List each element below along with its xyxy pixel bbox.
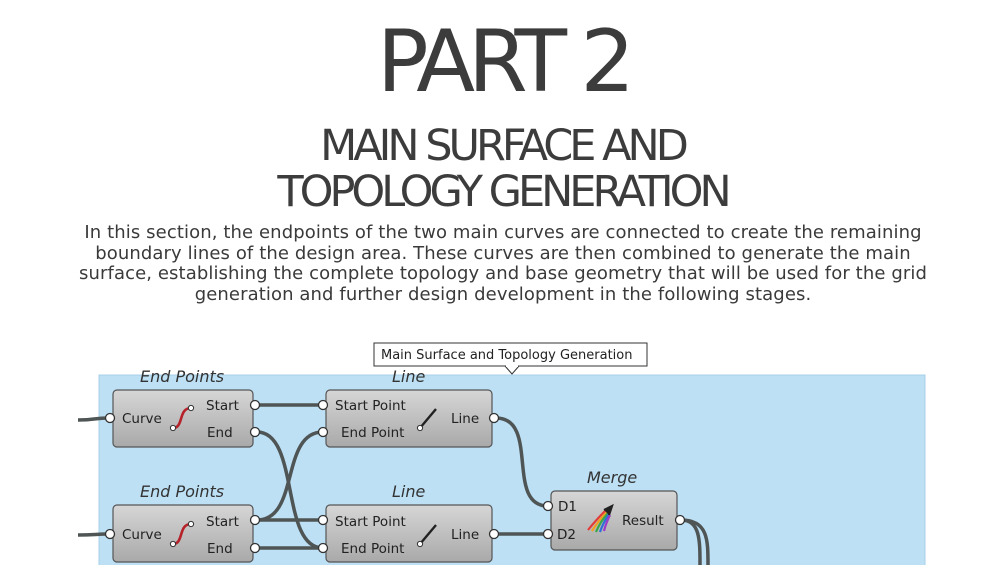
wire-input-curve-2	[77, 532, 109, 537]
endpoints-output-end-1: End	[207, 425, 233, 441]
endpoints-component-1[interactable]: End Points Curve Start End	[104, 367, 261, 448]
grasshopper-canvas: Main Surface and Topology Generation End…	[0, 330, 1005, 570]
line-input-start-2: Start Point	[335, 514, 406, 530]
output-grip[interactable]	[488, 412, 500, 424]
line-title-2: Line	[392, 482, 426, 501]
line-output-2: Line	[451, 527, 479, 543]
input-grip[interactable]	[542, 500, 554, 512]
output-grip[interactable]	[488, 528, 500, 540]
output-grip[interactable]	[249, 399, 261, 411]
endpoints-input-label-2: Curve	[122, 527, 162, 543]
endpoints-icon	[169, 520, 195, 548]
endpoints-output-start-2: Start	[206, 514, 239, 530]
input-grip[interactable]	[317, 426, 329, 438]
line-input-end-1: End Point	[341, 425, 404, 441]
wire-input-curve-1	[77, 416, 109, 422]
line-input-end-2: End Point	[341, 541, 404, 557]
output-grip[interactable]	[674, 514, 686, 526]
output-grip[interactable]	[249, 542, 261, 554]
line-title-1: Line	[392, 367, 426, 386]
input-grip[interactable]	[542, 528, 554, 540]
diagram-svg: Main Surface and Topology Generation End…	[77, 342, 926, 570]
wire-start2-to-line1	[256, 430, 324, 522]
merge-icon	[587, 503, 614, 533]
wire-end1-to-line2	[256, 430, 324, 550]
input-grip[interactable]	[104, 412, 116, 424]
merge-output: Result	[622, 513, 664, 529]
endpoints-output-start-1: Start	[206, 398, 239, 414]
merge-input-d2: D2	[557, 527, 576, 543]
line-input-start-1: Start Point	[335, 398, 406, 414]
input-grip[interactable]	[317, 514, 329, 526]
input-grip[interactable]	[104, 528, 116, 540]
group-label-text: Main Surface and Topology Generation	[381, 348, 632, 363]
endpoints-title-1: End Points	[140, 367, 224, 386]
page-title: PART 2	[376, 12, 635, 112]
endpoints-component-2[interactable]: End Points Curve Start End	[104, 482, 261, 563]
endpoints-title-2: End Points	[140, 482, 224, 501]
wire-line1-to-merge	[495, 416, 549, 508]
output-grip[interactable]	[249, 426, 261, 438]
line-output-1: Line	[451, 411, 479, 427]
line-icon	[416, 524, 437, 548]
section-heading-line-2: TOPOLOGY GENERATION	[277, 167, 731, 217]
input-grip[interactable]	[317, 542, 329, 554]
wire-merge-out-b	[680, 518, 710, 566]
line-icon	[416, 408, 437, 432]
group-label: Main Surface and Topology Generation	[373, 342, 648, 375]
merge-input-d1: D1	[558, 499, 577, 515]
merge-component[interactable]: Merge D1 D2 Result	[542, 468, 686, 551]
endpoints-output-end-2: End	[207, 541, 233, 557]
line-component-2[interactable]: Line Start Point End Point Line	[317, 482, 500, 563]
section-description: In this section, the endpoints of the tw…	[79, 222, 927, 305]
endpoints-input-label-1: Curve	[122, 411, 162, 427]
merge-title: Merge	[587, 468, 637, 487]
input-grip[interactable]	[317, 399, 329, 411]
section-heading-line-1: MAIN SURFACE AND	[320, 121, 689, 171]
output-grip[interactable]	[249, 514, 261, 526]
endpoints-icon	[169, 404, 195, 432]
line-component-1[interactable]: Line Start Point End Point Line	[317, 367, 500, 448]
